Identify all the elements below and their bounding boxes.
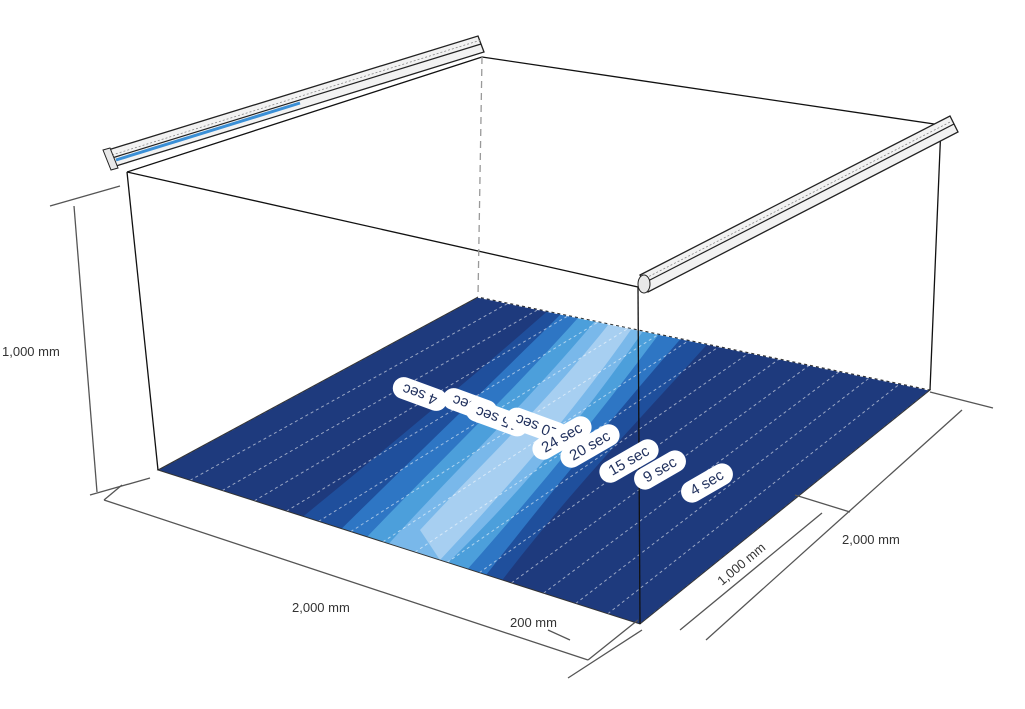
dimension-lines: [49, 185, 994, 679]
outer-depth-label: 2,000 mm: [842, 532, 900, 547]
contour-label-pill: [532, 416, 592, 460]
contour-label-pill: [392, 377, 448, 411]
grid-dash-line: [286, 321, 599, 512]
contour-label-pill: [681, 463, 733, 503]
grid-dash-line: [479, 358, 780, 574]
grid-dash-line: [446, 352, 750, 563]
grid-dash-line: [543, 370, 840, 594]
grid-dash-line: [254, 315, 569, 502]
grid-dash-line: [318, 327, 629, 522]
grid-dash-line: [350, 333, 660, 533]
height-label: 1,000 mm: [2, 344, 60, 359]
front-width-label: 2,000 mm: [292, 600, 350, 615]
gap-label: 200 mm: [510, 615, 557, 630]
grid-dash-line: [511, 364, 810, 584]
grid-dash-line: [414, 346, 720, 553]
contour-label-pill: [560, 424, 620, 468]
grid-dash-line: [189, 302, 509, 481]
zone-core: [420, 320, 635, 560]
uv-lamp-bar-icon: [102, 35, 485, 171]
grid-dash-line: [222, 308, 539, 491]
grid-dash-line: [382, 339, 690, 543]
hidden-back-edge: [477, 56, 483, 298]
contour-label-pill: [634, 450, 686, 490]
contour-label-pill: [599, 439, 659, 483]
uv-lamp-bar-icon-right: [637, 115, 959, 294]
grid-dash-line: [607, 383, 901, 615]
floor-back-edge: [477, 296, 931, 391]
grid-dash-line: [575, 377, 871, 604]
